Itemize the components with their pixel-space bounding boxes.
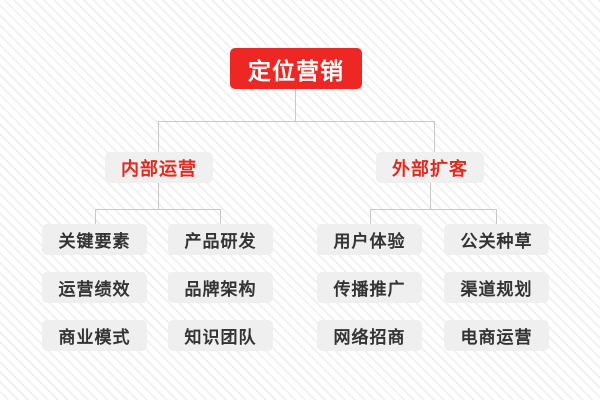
leaf-node[interactable]: 商业模式 xyxy=(42,320,147,351)
leaf-node[interactable]: 电商运营 xyxy=(444,320,549,351)
leaf-node[interactable]: 网络招商 xyxy=(317,320,422,351)
connector-left-leaf-bar xyxy=(95,209,221,210)
connector-left-branch-drop xyxy=(158,183,159,209)
leaf-node[interactable]: 品牌架构 xyxy=(168,272,273,303)
root-node-positioning-marketing[interactable]: 定位营销 xyxy=(230,48,362,89)
leaf-node[interactable]: 公关种草 xyxy=(444,224,549,255)
leaf-node[interactable]: 关键要素 xyxy=(42,224,147,255)
leaf-node[interactable]: 运营绩效 xyxy=(42,272,147,303)
connector-left-col1-drop xyxy=(220,209,221,224)
leaf-node[interactable]: 产品研发 xyxy=(168,224,273,255)
leaf-node[interactable]: 知识团队 xyxy=(168,320,273,351)
connector-right-leaf-bar xyxy=(370,209,496,210)
connector-root-stem xyxy=(295,89,296,121)
connector-right-col2-drop xyxy=(370,209,371,224)
leaf-node[interactable]: 渠道规划 xyxy=(444,272,549,303)
connector-right-branch-drop xyxy=(430,183,431,209)
leaf-node[interactable]: 用户体验 xyxy=(317,224,422,255)
branch-node-internal-operations[interactable]: 内部运营 xyxy=(105,152,213,183)
leaf-node[interactable]: 传播推广 xyxy=(317,272,422,303)
connector-branch-right-stem xyxy=(434,121,435,152)
connector-root-bar xyxy=(158,121,434,122)
connector-branch-left-stem xyxy=(158,121,159,152)
connector-left-col0-drop xyxy=(95,209,96,224)
branch-node-external-expansion[interactable]: 外部扩客 xyxy=(376,152,484,183)
connector-right-col3-drop xyxy=(496,209,497,224)
